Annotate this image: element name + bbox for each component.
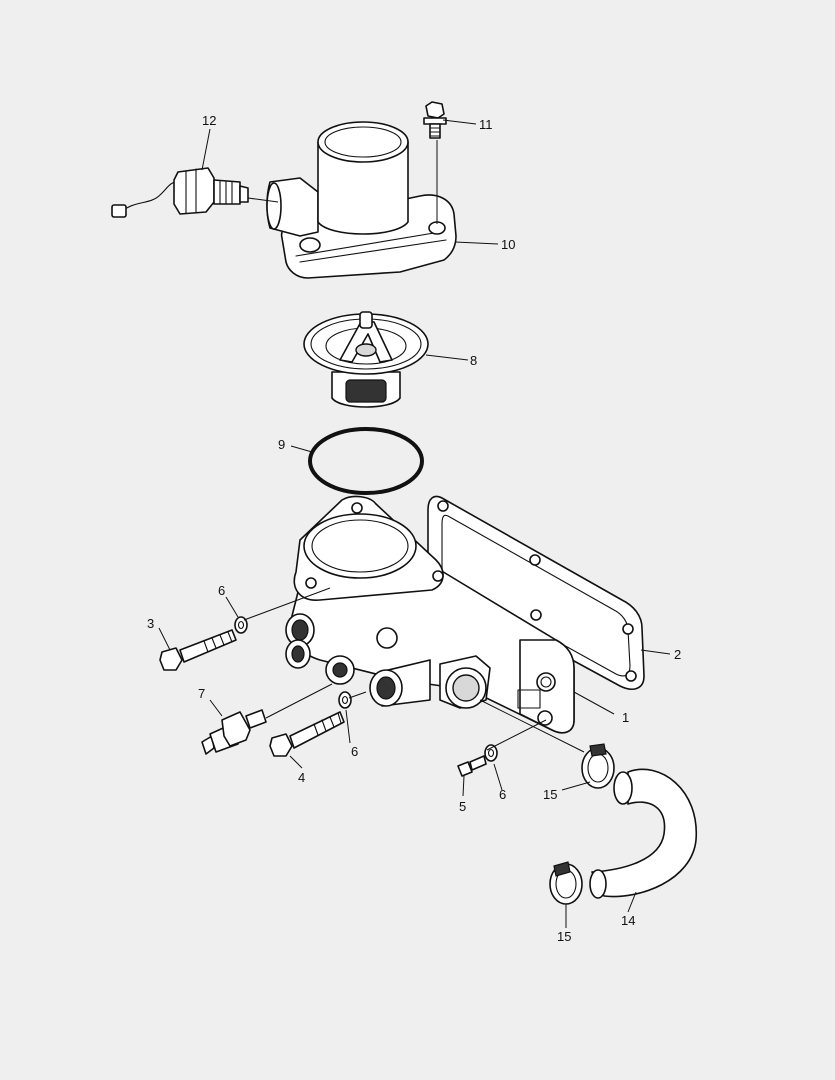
callout-15-lower: 15 <box>557 929 571 944</box>
callout-7: 7 <box>198 686 205 701</box>
part-5-bolt <box>457 755 487 777</box>
callout-6-middle: 6 <box>351 744 358 759</box>
part-12-temperature-sender <box>111 167 249 218</box>
callout-14: 14 <box>621 913 635 928</box>
callout-4: 4 <box>298 770 305 785</box>
callout-1: 1 <box>622 710 629 725</box>
part-8-thermostat <box>303 311 429 408</box>
callout-6-lower: 6 <box>499 787 506 802</box>
part-2-gasket <box>427 495 645 690</box>
callout-10: 10 <box>501 237 515 252</box>
callout-11: 11 <box>479 117 493 132</box>
leader-lines <box>158 119 671 928</box>
part-3-bolt <box>159 629 237 671</box>
callout-labels: 12 11 10 8 9 2 1 3 6 7 4 6 5 6 15 14 15 <box>147 113 681 944</box>
callout-9: 9 <box>278 437 285 452</box>
callout-3: 3 <box>147 616 154 631</box>
part-11-bolt <box>423 101 447 224</box>
callout-15-upper: 15 <box>543 787 557 802</box>
callout-6-upper: 6 <box>218 583 225 598</box>
part-1-housing-body <box>285 495 575 734</box>
part-14-hose <box>589 768 697 899</box>
part-7-sensor <box>201 709 267 755</box>
callout-12: 12 <box>202 113 216 128</box>
callout-5: 5 <box>459 799 466 814</box>
callout-8: 8 <box>470 353 477 368</box>
part-15-hose-clamp-lower <box>549 861 583 905</box>
callout-2: 2 <box>674 647 681 662</box>
part-4-bolt <box>269 711 345 757</box>
part-15-hose-clamp-upper <box>581 743 615 789</box>
part-10-thermostat-housing <box>266 121 457 279</box>
part-9-o-ring <box>308 427 424 495</box>
part-6-washers <box>234 616 498 762</box>
